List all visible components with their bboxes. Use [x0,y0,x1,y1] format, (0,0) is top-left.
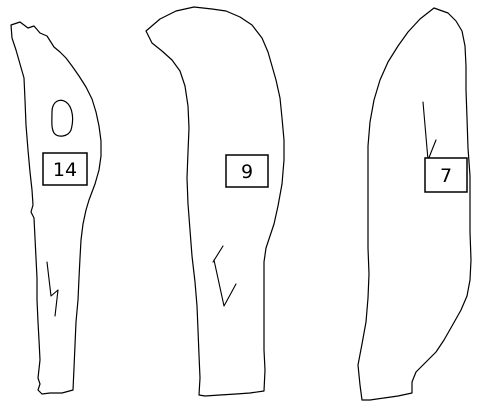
pattern-piece-right: 7 [358,8,471,400]
piece-right-label: 7 [440,165,452,187]
piece-left-hole [52,100,73,136]
piece-left-grainline [47,262,58,316]
piece-left-label: 14 [53,159,77,181]
piece-right-outline [358,8,471,400]
pattern-piece-left: 14 [11,22,101,394]
piece-middle-label: 9 [241,161,253,183]
piece-right-grainline [423,102,436,160]
piece-left-outline [11,22,101,394]
piece-middle-grainline [214,260,236,306]
piece-middle-grainline-tick [213,246,223,262]
piece-middle-outline [146,7,284,396]
pattern-piece-middle: 9 [146,7,284,396]
